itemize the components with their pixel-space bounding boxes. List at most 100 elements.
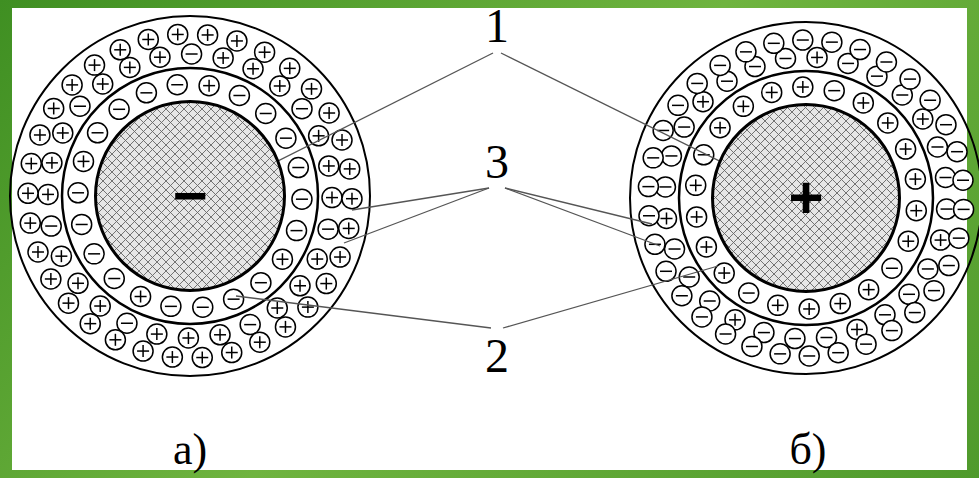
anion-symbol [739,283,759,303]
leader-line [352,188,489,210]
ion-circle [150,47,170,67]
anion-symbol [900,69,920,89]
ion-bar [260,113,272,115]
ion-circle [302,79,322,99]
ion-bar [928,290,940,292]
anion-symbol [949,228,969,248]
ion-circle [255,42,275,62]
ion-bar [74,105,86,107]
ion-circle [807,47,827,67]
ion-bar [291,230,303,232]
ion-circle [674,117,694,137]
ion-bar [826,41,838,43]
micelle-boundary [10,16,370,376]
ion-bar [904,78,916,80]
panel-label: б) [789,428,826,472]
ion-bar [148,33,150,45]
ion-circle [936,168,956,188]
ion-bar [47,188,49,200]
ion-bar [285,321,287,333]
ion-bar [943,265,955,267]
ion-circle [856,334,876,354]
ion-circle [298,297,318,317]
ion-circle [227,31,247,51]
ion-bar [244,324,256,326]
ion-circle [716,324,736,344]
anion-symbol [828,343,848,363]
ion-layer [10,16,979,376]
anion-symbol [288,158,308,178]
ion-circle [182,44,202,64]
ion-circle [21,154,41,174]
anion-symbol [68,183,88,203]
anion-symbol [905,303,925,323]
ion-circle [939,256,959,276]
ion-circle [920,90,940,110]
cation-symbol [198,25,218,45]
anion-symbol [251,273,271,293]
ion-bar [99,300,101,312]
ion-bar [696,211,698,223]
anion-symbol [276,128,296,148]
cation-symbol [131,287,151,307]
anion-symbol [256,103,276,123]
ion-bar [816,51,818,63]
ion-bar [642,186,654,188]
cation-symbol [192,348,212,368]
anion-symbol [927,137,947,157]
ion-circle [319,156,339,176]
ion-circle [307,249,327,269]
ion-bar [842,63,854,65]
ion-circle [936,115,956,135]
cation-symbol [322,188,342,208]
ion-circle [58,293,78,313]
ion-bar [740,51,752,53]
ion-bar [72,192,84,194]
cation-symbol [793,77,813,97]
ion-circle [824,81,844,101]
cation-symbol [255,42,275,62]
ion-bar [915,173,917,185]
ion-bar [94,59,96,71]
cation-symbol [42,153,62,173]
cation-symbol [138,29,158,49]
ion-bar [774,353,786,355]
cation-symbol [799,299,819,319]
cation-symbol [302,79,322,99]
ion-circle [850,40,870,60]
ion-circle [84,244,104,264]
ion-bar [879,314,891,316]
ion-bar [941,208,953,210]
ion-circle [38,184,58,204]
ion-circle [342,189,362,209]
ion-circle [18,183,38,203]
ion-circle [918,259,938,279]
anion-symbol [939,256,959,276]
ion-circle [742,336,762,356]
ion-bar [140,92,152,94]
ion-bar [326,278,328,290]
cation-symbol [147,324,167,344]
cation-symbol [340,159,360,179]
anion-symbol [167,75,187,95]
cation-symbol [18,183,38,203]
cation-symbol [342,189,362,209]
ion-circle [692,307,712,327]
ion-circle [878,113,898,133]
ion-circle [250,332,270,352]
ion-bar [280,137,292,139]
anion-symbol [918,259,938,279]
ion-circle [693,92,713,112]
ion-circle [710,118,730,138]
ion-bar [233,95,245,97]
ion-bar [328,160,330,172]
ion-bar [832,352,844,354]
cation-symbol [905,169,925,189]
ion-bar [676,295,688,297]
ion-circle [20,213,40,233]
ion-bar [71,79,73,91]
cation-symbol [316,274,336,294]
core-charge-sign: − [172,166,207,226]
ion-bar [77,277,79,289]
cation-symbol [30,125,50,145]
